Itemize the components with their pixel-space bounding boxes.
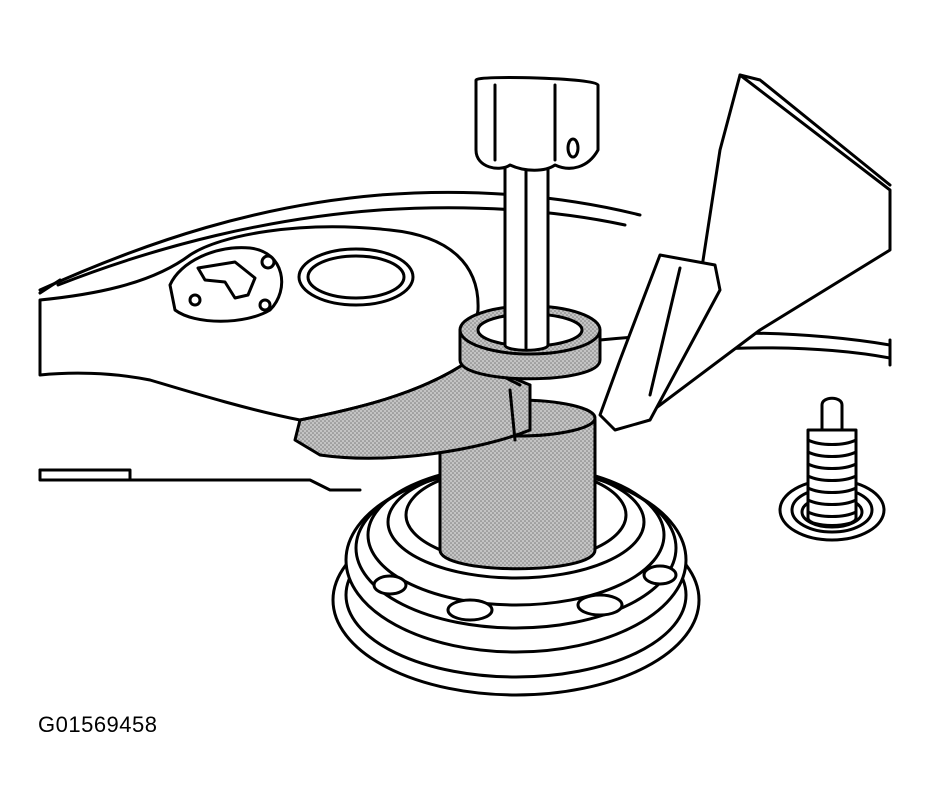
- ratchet-wrench: [38, 225, 532, 460]
- wheel-stud: [778, 396, 886, 542]
- strut-bracket: [598, 73, 892, 432]
- holding-bar: [474, 76, 600, 352]
- figure-code: G01569458: [38, 712, 158, 737]
